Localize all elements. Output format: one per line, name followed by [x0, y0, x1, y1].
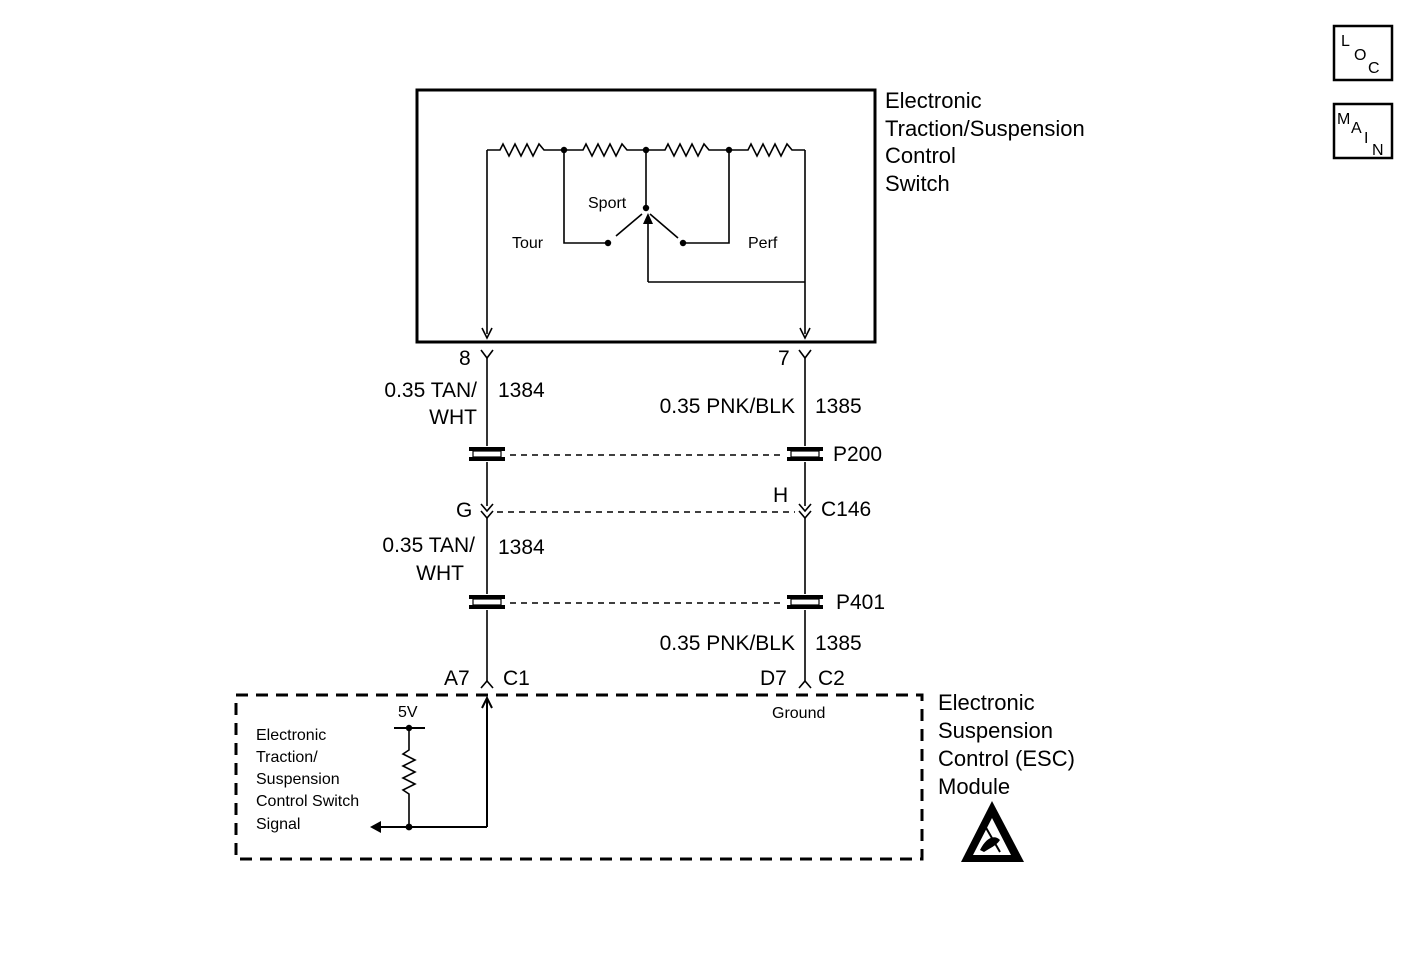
- left-upper-wire-color: 0.35 TAN/: [384, 379, 477, 402]
- left-mid-pin: G: [456, 499, 472, 522]
- module-title: Electronic Suspension Control (ESC) Modu…: [938, 690, 1075, 799]
- p401-splice: P401: [469, 591, 885, 614]
- right-module-pin: D7: [760, 667, 787, 690]
- c146-label: C146: [821, 498, 871, 521]
- svg-text:Control (ESC): Control (ESC): [938, 746, 1075, 771]
- pullup-resistor: [401, 728, 417, 827]
- tour-label: Tour: [512, 235, 544, 252]
- signal-arrow-icon: [370, 821, 381, 833]
- wire-1384: 8 0.35 TAN/ WHT 1384 G 0.35 TAN/ WHT 138…: [382, 347, 545, 690]
- switch-title: Electronic Traction/Suspension Control S…: [885, 88, 1085, 196]
- svg-text:Control: Control: [885, 143, 956, 168]
- left-lower-wire-color-2: WHT: [416, 562, 464, 585]
- esd-sensitive-icon: [961, 801, 1024, 862]
- svg-text:Traction/Suspension: Traction/Suspension: [885, 116, 1085, 141]
- left-upper-circuit: 1384: [498, 379, 545, 402]
- main-letter-n: N: [1372, 142, 1384, 159]
- main-letter-a: A: [1351, 120, 1362, 137]
- svg-text:Module: Module: [938, 774, 1010, 799]
- sport-label: Sport: [588, 195, 627, 212]
- perf-label: Perf: [748, 235, 778, 252]
- svg-text:Suspension: Suspension: [256, 771, 340, 788]
- right-upper-wire-color: 0.35 PNK/BLK: [660, 395, 795, 418]
- svg-text:Traction/: Traction/: [256, 749, 318, 766]
- p401-label: P401: [836, 591, 885, 614]
- c146-connector: C146: [497, 498, 871, 521]
- module-signal-label: Electronic: [256, 727, 326, 744]
- svg-text:Control Switch: Control Switch: [256, 793, 359, 810]
- right-switch-pin: 7: [778, 347, 790, 370]
- main-letter-i: I: [1364, 130, 1368, 147]
- traction-suspension-switch: Sport Tour Perf: [415, 88, 877, 344]
- svg-text:Signal: Signal: [256, 816, 300, 833]
- loc-letter-c: C: [1368, 60, 1380, 77]
- main-button[interactable]: M A I N: [1332, 102, 1394, 160]
- left-lower-circuit: 1384: [498, 536, 545, 559]
- svg-text:Electronic: Electronic: [885, 88, 982, 113]
- loc-button[interactable]: L O C: [1332, 24, 1394, 82]
- svg-text:Electronic: Electronic: [938, 690, 1035, 715]
- left-upper-wire-color-2: WHT: [429, 406, 477, 429]
- esc-module: 5V Electronic Traction/ Suspension Contr…: [234, 693, 924, 861]
- p200-label: P200: [833, 443, 882, 466]
- right-module-connector: C2: [818, 667, 845, 690]
- right-mid-pin: H: [773, 484, 788, 507]
- svg-text:Switch: Switch: [885, 171, 950, 196]
- 5v-label: 5V: [398, 704, 418, 721]
- left-module-pin: A7: [444, 667, 470, 690]
- loc-letter-o: O: [1354, 47, 1366, 64]
- right-lower-wire-color: 0.35 PNK/BLK: [660, 632, 795, 655]
- loc-letter-l: L: [1341, 33, 1350, 50]
- p200-splice: P200: [469, 443, 882, 466]
- left-switch-pin: 8: [459, 347, 471, 370]
- wire-1385: 7 0.35 PNK/BLK 1385 H 0.35 PNK/BLK 1385 …: [660, 347, 862, 690]
- right-lower-circuit: 1385: [815, 632, 862, 655]
- svg-text:Suspension: Suspension: [938, 718, 1053, 743]
- main-letter-m: M: [1337, 111, 1350, 128]
- ground-label: Ground: [772, 705, 825, 722]
- left-lower-wire-color: 0.35 TAN/: [382, 534, 475, 557]
- left-module-connector: C1: [503, 667, 530, 690]
- right-upper-circuit: 1385: [815, 395, 862, 418]
